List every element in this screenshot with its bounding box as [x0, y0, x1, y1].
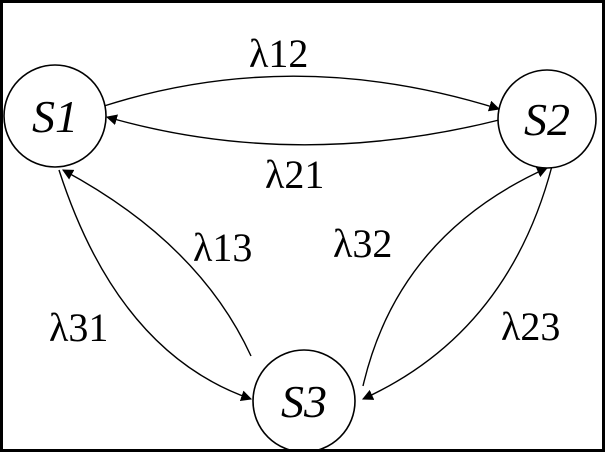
- edge-label-s1-to-s3: λ13: [193, 225, 252, 270]
- edge-s2-to-s3: [361, 165, 553, 400]
- edge-s2-to-s1: [105, 114, 500, 146]
- node-s3: S3: [252, 349, 356, 449]
- node-s2-label: S2: [524, 94, 570, 145]
- state-transition-diagram: S1 S2 S3 λ12 λ21 λ13 λ31 λ32 λ23: [3, 31, 597, 449]
- node-s3-label: S3: [281, 376, 327, 427]
- edge-label-s2-to-s3: λ23: [501, 304, 560, 349]
- edge-label-s3-to-s1: λ31: [49, 305, 108, 350]
- node-s1: S1: [3, 64, 107, 168]
- node-s1-label: S1: [32, 91, 78, 142]
- edge-label-s3-to-s2: λ32: [333, 221, 392, 266]
- node-s3-circle: [252, 349, 356, 449]
- node-s1-circle: [3, 64, 107, 168]
- edge-s3-to-s2: [362, 167, 549, 387]
- node-s2-circle: [497, 69, 597, 169]
- edge-label-s2-to-s1: λ21: [265, 152, 324, 197]
- edge-s1-to-s2: [103, 75, 501, 112]
- edge-s1-to-s3: [58, 169, 253, 401]
- edge-label-s1-to-s2: λ12: [249, 31, 308, 76]
- node-s2: S2: [497, 69, 597, 169]
- edge-s3-to-s1: [62, 169, 252, 357]
